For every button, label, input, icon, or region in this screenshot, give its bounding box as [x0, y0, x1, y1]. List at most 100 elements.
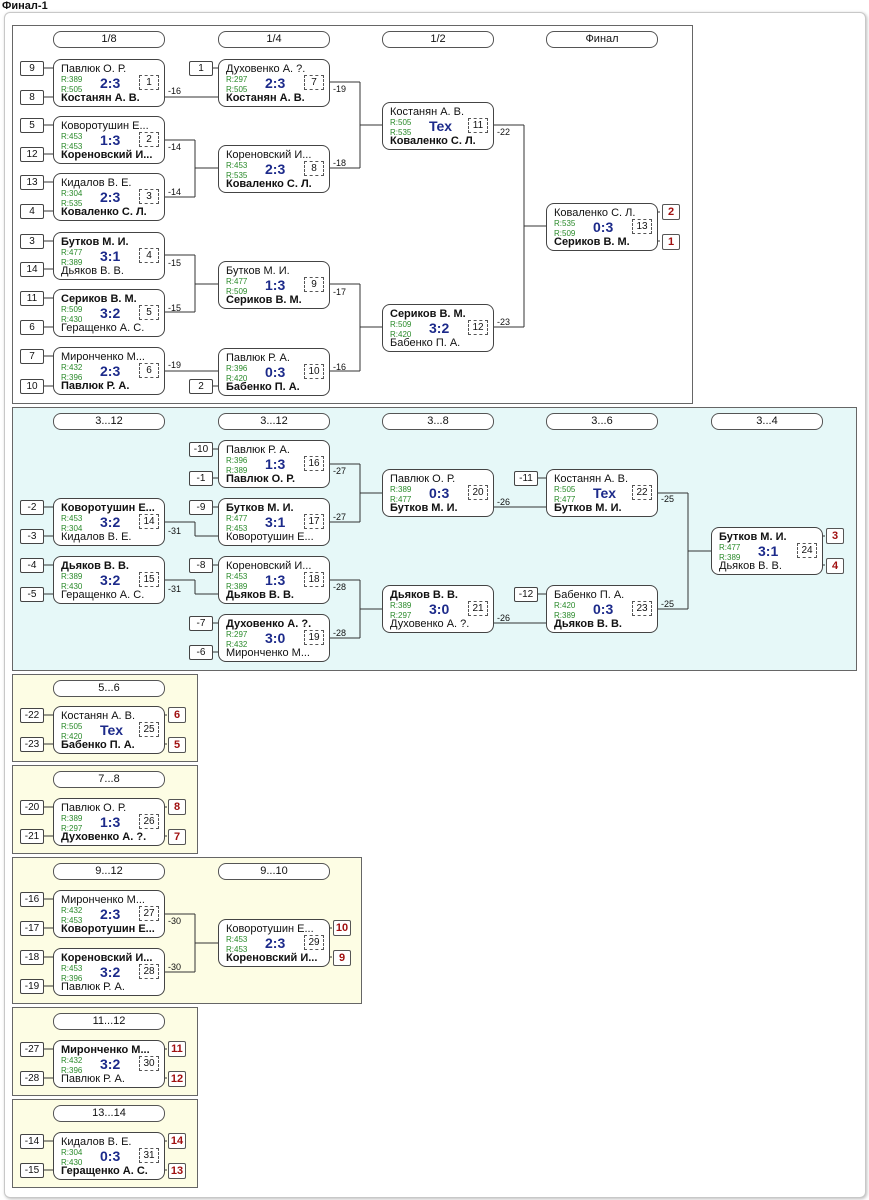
player-2: Коваленко С. Л.	[226, 178, 312, 190]
match-9[interactable]: Бутков М. И. R:477 R:509 1:3 9 Сериков В…	[218, 261, 330, 309]
player-1: Бабенко П. А.	[554, 589, 625, 601]
rating-1: R:453	[61, 964, 83, 973]
match-22[interactable]: Костанян А. В. R:505 R:477 Tex 22 Бутков…	[546, 469, 658, 517]
rating-1: R:477	[226, 277, 248, 286]
rating-1: R:535	[554, 219, 576, 228]
match-25[interactable]: Костанян А. В. R:505 R:420 Tex 25 Бабенк…	[53, 706, 165, 754]
match-15[interactable]: Дьяков В. В. R:389 R:430 3:2 15 Геращенк…	[53, 556, 165, 604]
match-score: 3:0	[429, 601, 450, 617]
match-score: 3:2	[429, 320, 450, 336]
match-score: 1:3	[100, 132, 121, 148]
final-place-badge: 8	[168, 799, 186, 815]
match-number: 30	[139, 1056, 159, 1071]
loser-drop-label: -30	[168, 962, 182, 972]
match-score: 2:3	[265, 161, 286, 177]
rating-1: R:389	[390, 485, 412, 494]
loser-drop-label: -15	[168, 258, 182, 268]
match-21[interactable]: Дьяков В. В. R:389 R:297 3:0 21 Духовенк…	[382, 585, 494, 633]
round-header-1-8: 1/8	[53, 31, 165, 48]
match-score: 2:3	[265, 935, 286, 951]
player-2: Кидалов В. Е.	[61, 531, 132, 543]
rating-1: R:389	[61, 572, 83, 581]
rating-1: R:477	[61, 248, 83, 257]
match-score: 2:3	[100, 906, 121, 922]
seed-box: -7	[189, 616, 213, 631]
player-2: Павлюк Р. А.	[61, 1073, 125, 1085]
rating-1: R:297	[226, 630, 248, 639]
match-16[interactable]: Павлюк Р. А. R:396 R:389 1:3 16 Павлюк О…	[218, 440, 330, 488]
rating-1: R:432	[61, 363, 83, 372]
match-12[interactable]: Сериков В. М. R:509 R:420 3:2 12 Бабенко…	[382, 304, 494, 352]
match-29[interactable]: Коворотушин Е... R:453 R:453 2:3 29 Коре…	[218, 919, 330, 967]
match-1[interactable]: Павлюк О. Р. R:389 R:505 2:3 1 Костанян …	[53, 59, 165, 107]
match-11[interactable]: Костанян А. В. R:505 R:535 Tex 11 Ковале…	[382, 102, 494, 150]
seed-box: 6	[20, 320, 44, 335]
rating-2: R:297	[390, 611, 412, 620]
seed-box: 12	[20, 147, 44, 162]
match-number: 3	[139, 189, 159, 204]
match-6[interactable]: Миронченко М... R:432 R:396 2:3 6 Павлюк…	[53, 347, 165, 395]
match-3[interactable]: Кидалов В. Е. R:304 R:535 2:3 3 Коваленк…	[53, 173, 165, 221]
seed-box: 9	[20, 61, 44, 76]
loser-drop-label: -14	[168, 187, 182, 197]
rating-2: R:389	[226, 582, 248, 591]
match-13[interactable]: Коваленко С. Л. R:535 R:509 0:3 13 Серик…	[546, 203, 658, 251]
match-score: 2:3	[100, 75, 121, 91]
rating-2: R:396	[61, 373, 83, 382]
match-number: 8	[304, 161, 324, 176]
match-number: 10	[304, 364, 324, 379]
match-23[interactable]: Бабенко П. А. R:420 R:389 0:3 23 Дьяков …	[546, 585, 658, 633]
loser-drop-label: -19	[333, 84, 347, 94]
match-4[interactable]: Бутков М. И. R:477 R:389 3:1 4 Дьяков В.…	[53, 232, 165, 280]
round-header-7-8: 7...8	[53, 771, 165, 788]
player-1: Миронченко М...	[61, 894, 145, 906]
rating-2: R:535	[61, 199, 83, 208]
match-17[interactable]: Бутков М. И. R:477 R:453 3:1 17 Ковороту…	[218, 498, 330, 546]
match-number: 21	[468, 601, 488, 616]
seed-box: -1	[189, 471, 213, 486]
rating-2: R:430	[61, 1158, 83, 1167]
player-2: Коворотушин Е...	[226, 531, 314, 543]
match-5[interactable]: Сериков В. М. R:509 R:430 3:2 5 Геращенк…	[53, 289, 165, 337]
rating-1: R:304	[61, 1148, 83, 1157]
player-1: Дьяков В. В.	[61, 560, 129, 572]
seed-box: -17	[20, 921, 44, 936]
match-20[interactable]: Павлюк О. Р. R:389 R:477 0:3 20 Бутков М…	[382, 469, 494, 517]
player-2: Бутков М. И.	[554, 502, 622, 514]
round-header-3-12-b: 3...12	[218, 413, 330, 430]
match-24[interactable]: Бутков М. И. R:477 R:389 3:1 24 Дьяков В…	[711, 527, 823, 575]
match-28[interactable]: Кореновский И... R:453 R:396 3:2 28 Павл…	[53, 948, 165, 996]
rating-2: R:389	[554, 611, 576, 620]
loser-drop-label: -28	[333, 582, 347, 592]
match-2[interactable]: Коворотушин Е... R:453 R:453 1:3 2 Корен…	[53, 116, 165, 164]
match-26[interactable]: Павлюк О. Р. R:389 R:297 1:3 26 Духовенк…	[53, 798, 165, 846]
player-1: Кореновский И...	[226, 149, 312, 161]
match-19[interactable]: Духовенко А. ?. R:297 R:432 3:0 19 Мирон…	[218, 614, 330, 662]
rating-1: R:396	[226, 456, 248, 465]
match-18[interactable]: Кореновский И... R:453 R:389 1:3 18 Дьяк…	[218, 556, 330, 604]
seed-box: -3	[20, 529, 44, 544]
match-7[interactable]: Духовенко А. ?. R:297 R:505 2:3 7 Костан…	[218, 59, 330, 107]
rating-2: R:297	[61, 824, 83, 833]
loser-drop-label: -25	[661, 494, 675, 504]
match-14[interactable]: Коворотушин Е... R:453 R:304 3:2 14 Кида…	[53, 498, 165, 546]
player-1: Бутков М. И.	[61, 236, 129, 248]
player-2: Павлюк Р. А.	[61, 981, 125, 993]
match-30[interactable]: Миронченко М... R:432 R:396 3:2 30 Павлю…	[53, 1040, 165, 1088]
match-31[interactable]: Кидалов В. Е. R:304 R:430 0:3 31 Геращен…	[53, 1132, 165, 1180]
rating-2: R:420	[61, 732, 83, 741]
player-2: Коваленко С. Л.	[390, 135, 476, 147]
round-header-3-12-a: 3...12	[53, 413, 165, 430]
player-1: Кидалов В. Е.	[61, 1136, 132, 1148]
player-2: Коворотушин Е...	[61, 923, 155, 935]
rating-1: R:505	[390, 118, 412, 127]
match-score: 1:3	[265, 572, 286, 588]
match-number: 9	[304, 277, 324, 292]
match-number: 14	[139, 514, 159, 529]
match-27[interactable]: Миронченко М... R:432 R:453 2:3 27 Ковор…	[53, 890, 165, 938]
loser-drop-label: -19	[168, 360, 182, 370]
match-8[interactable]: Кореновский И... R:453 R:535 2:3 8 Ковал…	[218, 145, 330, 193]
match-10[interactable]: Павлюк Р. А. R:396 R:420 0:3 10 Бабенко …	[218, 348, 330, 396]
player-1: Коворотушин Е...	[61, 120, 149, 132]
rating-2: R:396	[61, 974, 83, 983]
